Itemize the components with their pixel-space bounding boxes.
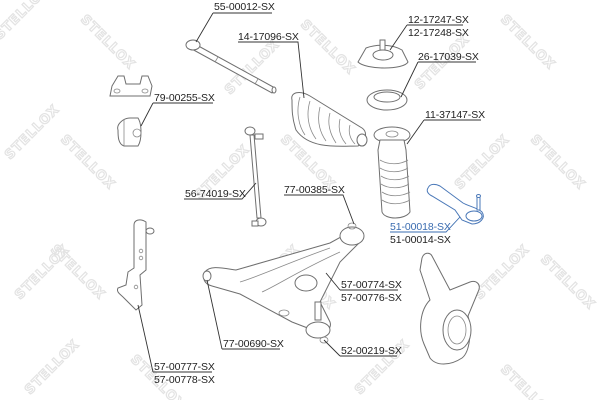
stabilizer-bracket-drawing <box>109 75 153 97</box>
tie-rod-end-drawing <box>426 183 484 225</box>
steering-knuckle-drawing <box>419 252 480 365</box>
ball-joint-drawing <box>305 301 331 344</box>
label-26-17039-sx[interactable]: 26-17039-SX <box>418 51 479 63</box>
label-79-00255-sx[interactable]: 79-00255-SX <box>154 92 215 104</box>
svg-text:STELLOX: STELLOX <box>537 252 598 313</box>
label-77-00385-sx[interactable]: 77-00385-SX <box>284 184 345 196</box>
subframe-bracket-drawing <box>117 219 155 311</box>
svg-text:STELLOX: STELLOX <box>22 337 83 398</box>
svg-text:STELLOX: STELLOX <box>2 102 63 163</box>
svg-text:STELLOX: STELLOX <box>527 132 588 193</box>
label-51-00014-sx[interactable]: 51-00014-SX <box>390 234 451 246</box>
svg-text:STELLOX: STELLOX <box>472 242 533 303</box>
control-arm-drawing <box>202 222 365 333</box>
svg-text:STELLOX: STELLOX <box>57 132 118 193</box>
stabilizer-link-drawing <box>244 126 267 227</box>
strut-mount-drawing <box>357 39 409 69</box>
label-52-00219-sx[interactable]: 52-00219-SX <box>341 345 402 357</box>
label-77-00690-sx[interactable]: 77-00690-SX <box>223 338 284 350</box>
svg-text:STELLOX: STELLOX <box>0 0 53 43</box>
label-56-74019-sx[interactable]: 56-74019-SX <box>185 188 246 200</box>
steering-boot-drawing <box>291 92 368 147</box>
stabilizer-bushing-drawing <box>117 117 142 147</box>
label-57-00774-sx[interactable]: 57-00774-SX <box>341 279 402 291</box>
label-55-00012-sx[interactable]: 55-00012-SX <box>214 1 275 13</box>
label-57-00777-sx[interactable]: 57-00777-SX <box>154 361 215 373</box>
label-12-17248-sx[interactable]: 12-17248-SX <box>408 27 469 39</box>
label-12-17247-sx[interactable]: 12-17247-SX <box>408 14 469 26</box>
label-51-00018-sx[interactable]: 51-00018-SX <box>390 221 451 233</box>
strut-bearing-drawing <box>366 89 408 111</box>
label-57-00776-sx[interactable]: 57-00776-SX <box>341 292 402 304</box>
dust-cover-drawing <box>373 126 411 219</box>
leader-lines <box>137 12 481 373</box>
label-14-17096-sx[interactable]: 14-17096-SX <box>238 31 299 43</box>
svg-text:STELLOX: STELLOX <box>47 242 108 303</box>
svg-text:STELLOX: STELLOX <box>77 12 138 73</box>
svg-text:STELLOX: STELLOX <box>497 362 558 400</box>
label-11-37147-sx[interactable]: 11-37147-SX <box>425 109 485 121</box>
svg-text:STELLOX: STELLOX <box>452 132 513 193</box>
label-57-00778-sx[interactable]: 57-00778-SX <box>154 374 215 386</box>
tie-rod-drawing <box>185 39 277 94</box>
svg-text:STELLOX: STELLOX <box>497 12 558 73</box>
svg-text:STELLOX: STELLOX <box>297 17 358 78</box>
